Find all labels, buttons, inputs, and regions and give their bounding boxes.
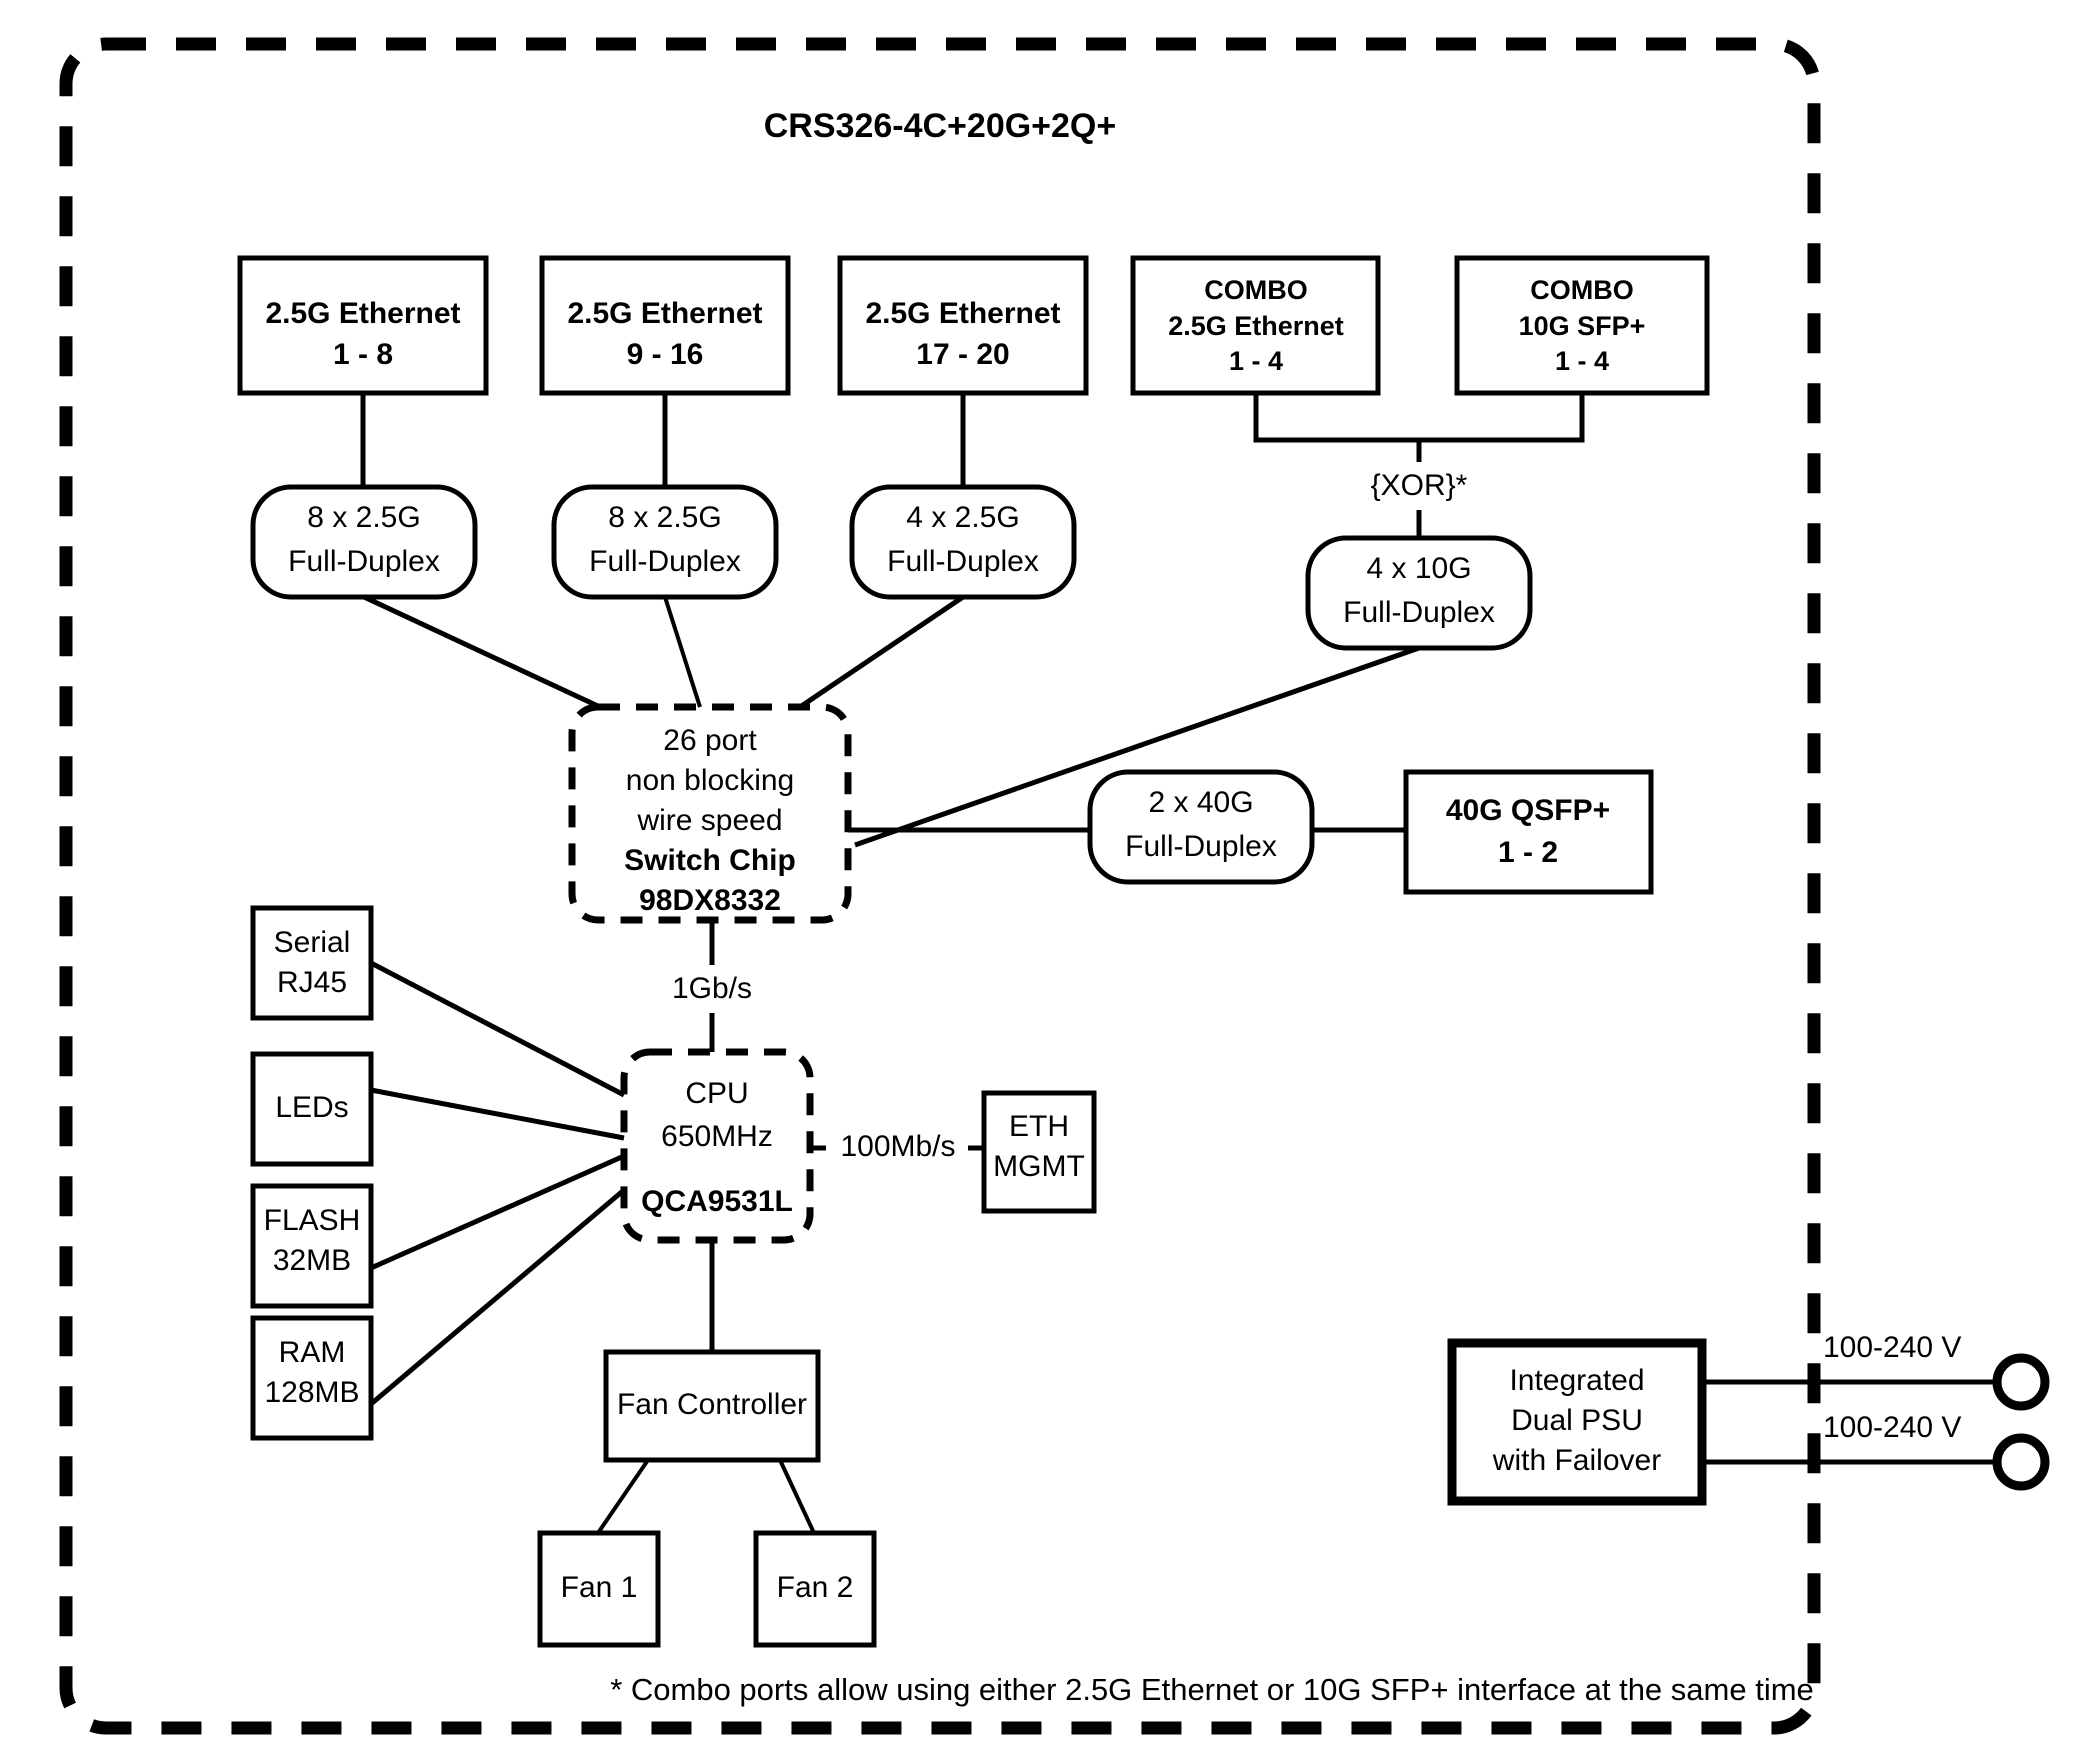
port-box-combo-sfp (1454, 255, 1710, 396)
fan-controller-label: Fan Controller (617, 1388, 807, 1421)
combo-sfp-line2: 10G SFP+ (1519, 311, 1646, 341)
wire-flash-to-cpu (369, 1153, 626, 1271)
eth-mgmt-line1: ETH (1009, 1110, 1069, 1143)
wire-controller-to-fan1 (596, 1458, 650, 1535)
port-eth-17-20-line2: 17 - 20 (916, 338, 1009, 371)
leds-line1: LEDs (275, 1091, 348, 1124)
ram-line2: 128MB (264, 1376, 359, 1409)
xor-label: {XOR}* (1371, 469, 1468, 502)
serial-line1: Serial (274, 926, 351, 959)
peripheral-box-flash (250, 1183, 374, 1309)
duplex-e-line2: Full-Duplex (1125, 830, 1277, 863)
qsfp-line1: 40G QSFP+ (1446, 794, 1610, 827)
combo-ethernet-line2: 2.5G Ethernet (1168, 311, 1344, 341)
duplex-a-line2: Full-Duplex (288, 545, 440, 578)
peripheral-box-serial (250, 905, 374, 1021)
port-eth-1-8-line2: 1 - 8 (333, 338, 393, 371)
psu-voltage-label-2: 100-240 V (1823, 1411, 1961, 1444)
cpu-line3: QCA9531L (641, 1185, 793, 1218)
duplex-c-line1: 4 x 2.5G (906, 501, 1019, 534)
port-eth-9-16-line1: 2.5G Ethernet (567, 297, 762, 330)
port-box-qsfp (1403, 769, 1654, 895)
qsfp-line2: 1 - 2 (1498, 836, 1558, 869)
duplex-e-line1: 2 x 40G (1148, 786, 1253, 819)
eth-mgmt-line2: MGMT (993, 1150, 1085, 1183)
wire-serial-to-cpu (369, 960, 626, 1098)
port-eth-17-20-line1: 2.5G Ethernet (865, 297, 1060, 330)
fan-controller-box (603, 1349, 821, 1463)
psu-line3: with Failover (1492, 1444, 1661, 1477)
port-box-eth-1-8 (237, 255, 489, 396)
switch-chip-line4: Switch Chip (624, 844, 796, 877)
serial-line2: RJ45 (277, 966, 347, 999)
duplex-a-line1: 8 x 2.5G (307, 501, 420, 534)
wire-combo-xor-bracket (1253, 393, 1585, 443)
combo-sfp-line1: COMBO (1530, 275, 1634, 305)
duplex-d-line1: 4 x 10G (1366, 552, 1471, 585)
ram-line1: RAM (279, 1336, 346, 1369)
cpu-line2: 650MHz (661, 1120, 773, 1153)
duplex-node-2x40g (1087, 769, 1315, 885)
port-box-eth-9-16 (539, 255, 791, 396)
switch-chip-line5: 98DX8332 (639, 884, 781, 917)
port-eth-1-8-line1: 2.5G Ethernet (265, 297, 460, 330)
flash-line1: FLASH (264, 1204, 361, 1237)
switch-chip-line2: non blocking (626, 764, 794, 797)
psu-box (1447, 1338, 1707, 1506)
wire-duplex-c-to-switch (798, 594, 965, 710)
footnote: * Combo ports allow using either 2.5G Et… (610, 1672, 1814, 1707)
psu-voltage-label-1: 100-240 V (1823, 1331, 1961, 1364)
duplex-d-line2: Full-Duplex (1343, 596, 1495, 629)
flash-line2: 32MB (273, 1244, 351, 1277)
peripheral-box-leds (250, 1051, 374, 1167)
page-title: CRS326-4C+20G+2Q+ (764, 107, 1116, 145)
switch-chip-line1: 26 port (663, 724, 757, 757)
wire-duplex-a-to-switch (362, 594, 602, 710)
cpu-line1: CPU (685, 1077, 748, 1110)
combo-ethernet-line3: 1 - 4 (1229, 346, 1283, 376)
duplex-b-line1: 8 x 2.5G (608, 501, 721, 534)
wire-leds-to-cpu (370, 1087, 625, 1141)
combo-ethernet-line1: COMBO (1204, 275, 1308, 305)
wire-duplex-b-to-switch (663, 596, 702, 708)
wire-ram-to-cpu (369, 1188, 626, 1406)
switch-chip-line3: wire speed (636, 804, 782, 837)
power-socket-1 (1992, 1353, 2050, 1411)
peripheral-box-ram (250, 1315, 374, 1441)
port-box-combo-ethernet (1130, 255, 1381, 396)
psu-line1: Integrated (1509, 1364, 1644, 1397)
wire-controller-to-fan2 (778, 1459, 816, 1534)
link-label-1gbs: 1Gb/s (672, 972, 752, 1005)
link-label-100mbs: 100Mb/s (840, 1130, 955, 1163)
fan-box-2 (753, 1530, 877, 1648)
duplex-c-line2: Full-Duplex (887, 545, 1039, 578)
psu-line2: Dual PSU (1511, 1404, 1643, 1437)
peripheral-box-eth-mgmt (981, 1090, 1097, 1214)
duplex-b-line2: Full-Duplex (589, 545, 741, 578)
port-eth-9-16-line2: 9 - 16 (627, 338, 704, 371)
power-socket-2 (1992, 1433, 2050, 1491)
wire-duplex-d-to-switch (854, 645, 1420, 848)
combo-sfp-line3: 1 - 4 (1555, 346, 1609, 376)
chassis-boundary (59, 37, 1821, 1735)
fan-box-1 (537, 1530, 661, 1648)
fan1-label: Fan 1 (561, 1571, 638, 1604)
fan2-label: Fan 2 (777, 1571, 854, 1604)
